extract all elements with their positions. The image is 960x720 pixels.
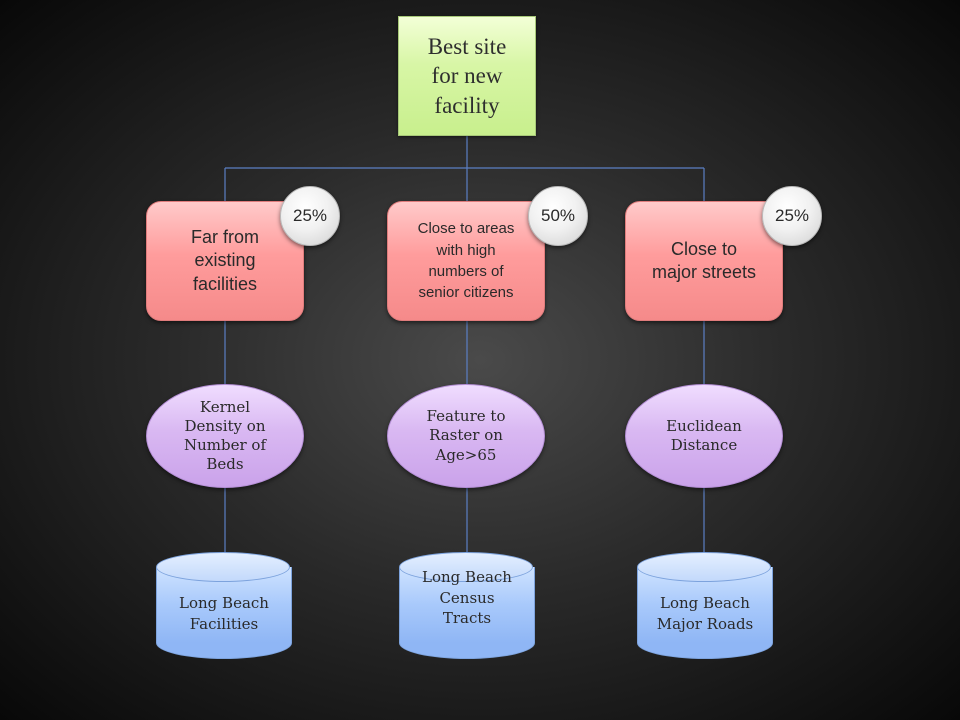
process-label-line: Number of: [183, 436, 266, 454]
process-label-line: Density on: [184, 416, 266, 435]
weight-badge-close-to-streets: 25%: [762, 186, 822, 246]
dataset-label-line: Long Beach: [179, 594, 269, 613]
dataset-label: Long Beach Census Tracts: [399, 558, 535, 638]
criterion-label-line: Close to: [670, 238, 738, 259]
goal-label: Best site for new facility: [428, 32, 507, 120]
cylinder-top: [399, 552, 533, 582]
goal-label-line: facility: [434, 92, 500, 118]
goal-label-line: for new: [431, 63, 503, 89]
criterion-label: Close to areas with high numbers of seni…: [418, 218, 515, 303]
process-label: Kernel Density on Number of Beds: [184, 398, 266, 475]
criterion-label-line: facilities: [192, 273, 257, 294]
dataset-label-line: Census: [439, 588, 495, 607]
weight-badge-far-from-facilities: 25%: [280, 186, 340, 246]
goal-label-line: Best site: [427, 33, 507, 59]
criterion-label-line: numbers of: [428, 263, 504, 280]
process-label-line: Distance: [670, 436, 738, 454]
dataset-label-line: Long Beach: [660, 594, 750, 613]
criterion-label-line: existing: [194, 250, 256, 271]
process-kernel-density: Kernel Density on Number of Beds: [146, 384, 304, 488]
process-label-line: Beds: [206, 455, 244, 474]
dataset-census-tracts: Long Beach Census Tracts: [399, 552, 535, 659]
criterion-close-to-streets: Close to major streets: [625, 201, 783, 321]
dataset-label: Long Beach Facilities: [156, 574, 292, 654]
process-label-line: Age>65: [435, 445, 497, 464]
process-label: Feature to Raster on Age>65: [427, 407, 506, 465]
process-label-line: Kernel: [199, 397, 251, 416]
criterion-label: Far from existing facilities: [191, 226, 259, 295]
process-label-line: Raster on: [429, 426, 503, 445]
dataset-label-line: Facilities: [189, 615, 259, 633]
dataset-label: Long Beach Major Roads: [637, 574, 773, 654]
process-euclidean-distance: Euclidean Distance: [625, 384, 783, 488]
dataset-label-line: Long Beach: [422, 567, 512, 586]
dataset-major-roads: Long Beach Major Roads: [637, 552, 773, 659]
goal-node: Best site for new facility: [398, 16, 536, 136]
cylinder-top: [156, 552, 290, 582]
process-label-line: Feature to: [426, 407, 506, 426]
process-feature-to-raster: Feature to Raster on Age>65: [387, 384, 545, 488]
process-label-line: Euclidean: [666, 416, 742, 435]
process-label: Euclidean Distance: [666, 417, 742, 455]
criterion-label-line: major streets: [651, 262, 757, 282]
criterion-label-line: with high: [436, 241, 496, 259]
dataset-facilities: Long Beach Facilities: [156, 552, 292, 659]
dataset-label-line: Tracts: [442, 609, 492, 628]
criterion-label-line: Close to areas: [417, 220, 515, 238]
criterion-label: Close to major streets: [652, 238, 756, 284]
dataset-label-line: Major Roads: [656, 615, 754, 633]
weight-badge-close-to-seniors: 50%: [528, 186, 588, 246]
criterion-far-from-facilities: Far from existing facilities: [146, 201, 304, 321]
cylinder-top: [637, 552, 771, 582]
criterion-close-to-seniors: Close to areas with high numbers of seni…: [387, 201, 545, 321]
criterion-label-line: senior citizens: [418, 284, 514, 302]
criterion-label-line: Far from: [190, 227, 259, 248]
